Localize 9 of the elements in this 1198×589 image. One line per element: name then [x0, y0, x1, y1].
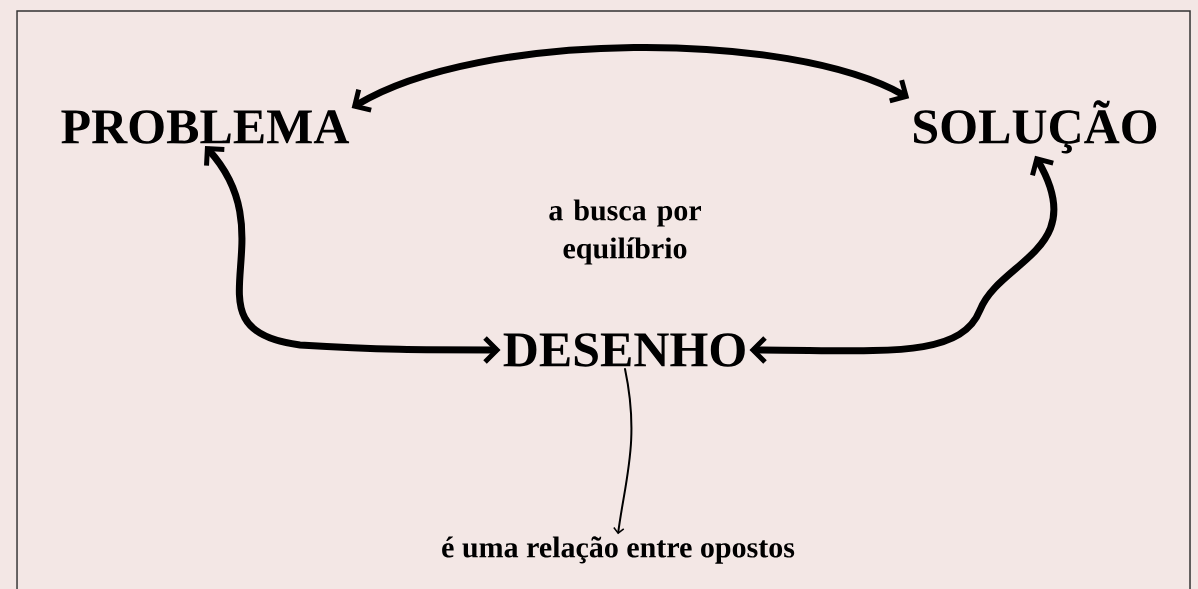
arrow	[351, 44, 910, 113]
heading-text: PROBLEMA	[61, 110, 350, 144]
arrow	[613, 368, 633, 535]
arrow	[749, 155, 1058, 364]
heading-text: SOLUÇÃO	[914, 100, 1157, 154]
heading-text: DESENHO	[503, 333, 745, 367]
heading-text: é uma relação entre opostos	[442, 536, 795, 564]
caption-text: a busca por equilíbrio	[549, 199, 701, 265]
arrow	[204, 146, 501, 364]
